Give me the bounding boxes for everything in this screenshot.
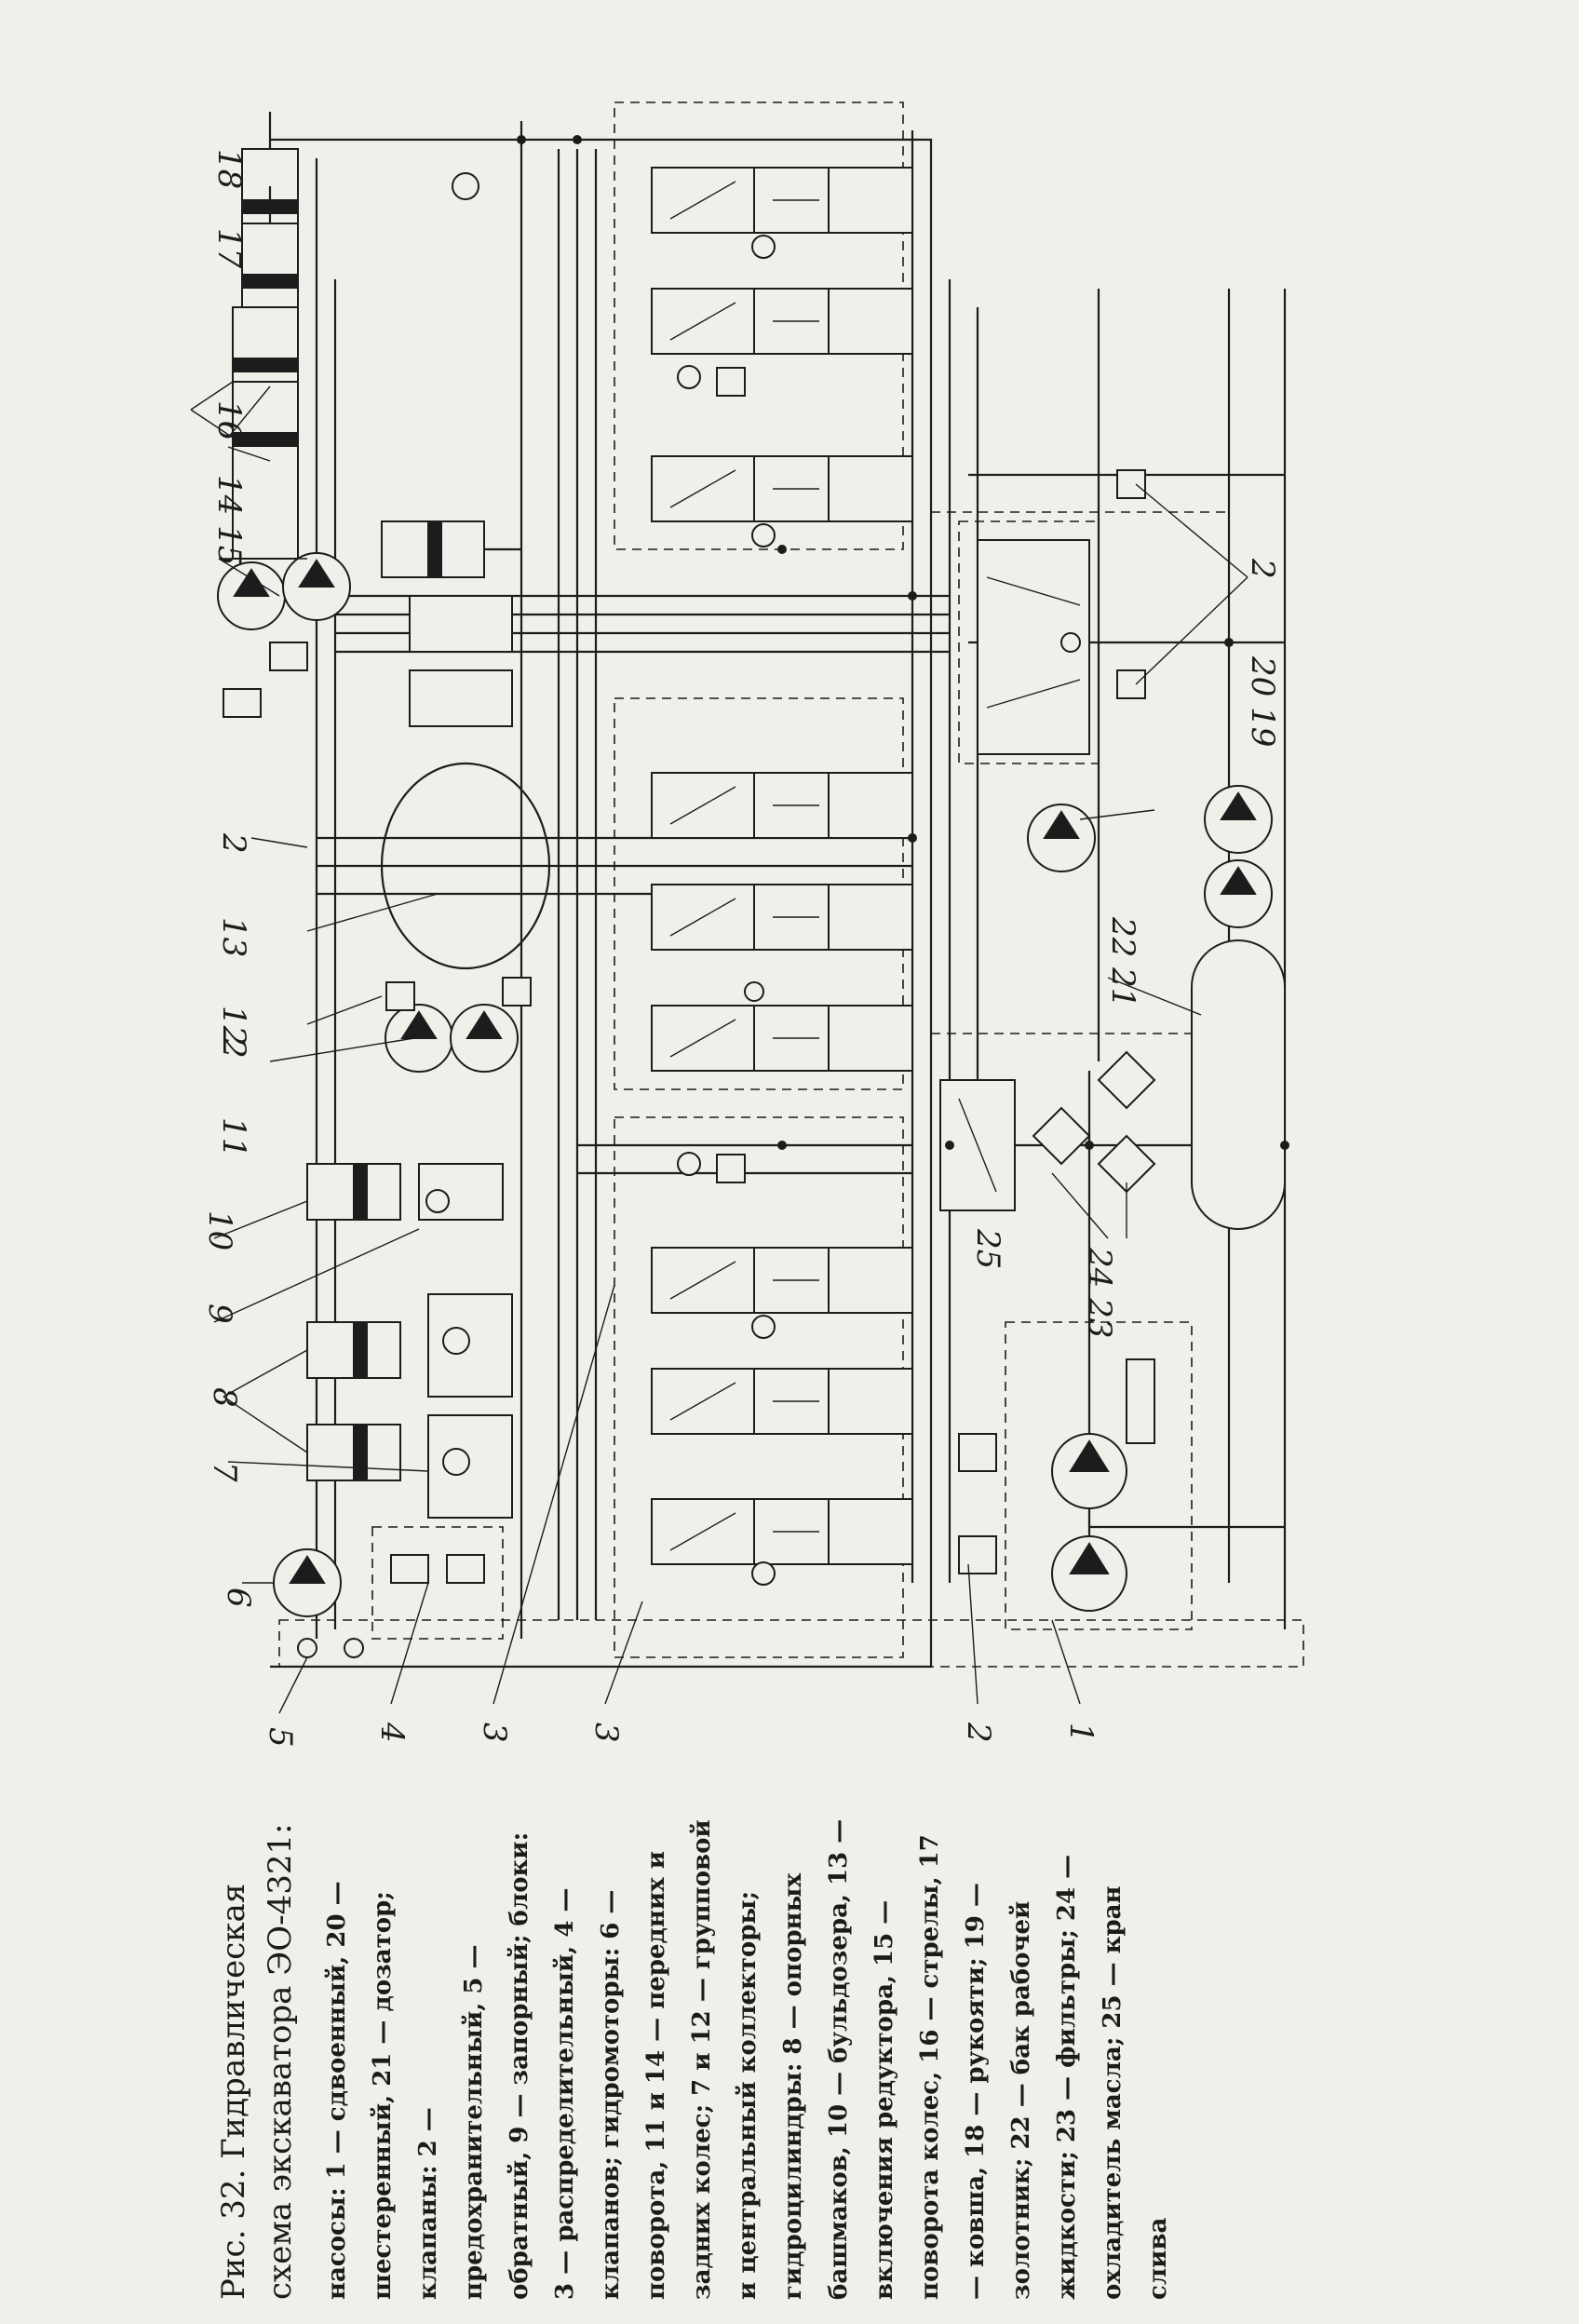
callout-6: 6 bbox=[220, 1588, 257, 1608]
callout-14-15: 14 15 bbox=[210, 475, 248, 565]
callout-9: 9 bbox=[201, 1304, 238, 1324]
callout-labels: 18 17 16 14 15 2 13 12 2 11 10 9 8 7 6 5… bbox=[201, 149, 1281, 1748]
callout-11: 11 bbox=[215, 1117, 252, 1157]
distributor-sections bbox=[651, 167, 913, 1565]
callout-2-mid: 2 bbox=[215, 1037, 252, 1059]
callout-2-right: 2 bbox=[1244, 558, 1281, 579]
leader-lines bbox=[213, 385, 1248, 1714]
outrigger-cylinders-8 bbox=[306, 1293, 513, 1519]
callout-1: 1 bbox=[1062, 1723, 1100, 1743]
gear-pump-metering-pump bbox=[977, 469, 1273, 928]
callout-4: 4 bbox=[373, 1722, 411, 1743]
steering-cylinder-15 bbox=[381, 520, 521, 727]
front-wheel-motors bbox=[385, 977, 532, 1073]
dual-pump-1 bbox=[958, 1358, 1155, 1612]
callout-5: 5 bbox=[262, 1727, 299, 1748]
callout-12: 12 bbox=[215, 1006, 252, 1046]
swing-motor-block bbox=[273, 1526, 504, 1658]
callout-7: 7 bbox=[206, 1462, 243, 1482]
central-collector-12 bbox=[380, 762, 551, 970]
boom-bucket-stick-cylinders bbox=[190, 112, 479, 560]
callout-17: 17 bbox=[210, 228, 248, 269]
callout-18: 18 bbox=[210, 149, 248, 189]
callout-10: 10 bbox=[201, 1210, 238, 1250]
callout-3-b: 3 bbox=[587, 1723, 625, 1743]
callout-22-21: 22 21 bbox=[1104, 916, 1141, 1007]
figure-caption: Рис. 32. Гидравлическая схема экскаватор… bbox=[210, 1816, 1181, 2300]
rear-wheel-motors bbox=[217, 552, 351, 718]
caption-legend: насосы: 1 — сдвоенный, 20 — шестеренный,… bbox=[323, 1818, 1172, 2300]
callout-16: 16 bbox=[210, 400, 248, 440]
dozer-cylinder-10 bbox=[306, 1163, 504, 1221]
callout-8: 8 bbox=[206, 1387, 243, 1408]
callout-2-top: 2 bbox=[215, 832, 252, 854]
caption-title: Рис. 32. Гидравлическая схема экскаватор… bbox=[215, 1823, 299, 2300]
callout-13: 13 bbox=[215, 917, 252, 957]
callout-2-bot: 2 bbox=[960, 1722, 997, 1743]
callout-24-23: 24 23 bbox=[1081, 1247, 1118, 1338]
callout-3-a: 3 bbox=[476, 1723, 513, 1743]
callout-20-19: 20 19 bbox=[1244, 655, 1281, 747]
junction-dots bbox=[517, 135, 1289, 1150]
block-valves bbox=[677, 235, 776, 1586]
callout-25: 25 bbox=[969, 1228, 1006, 1269]
